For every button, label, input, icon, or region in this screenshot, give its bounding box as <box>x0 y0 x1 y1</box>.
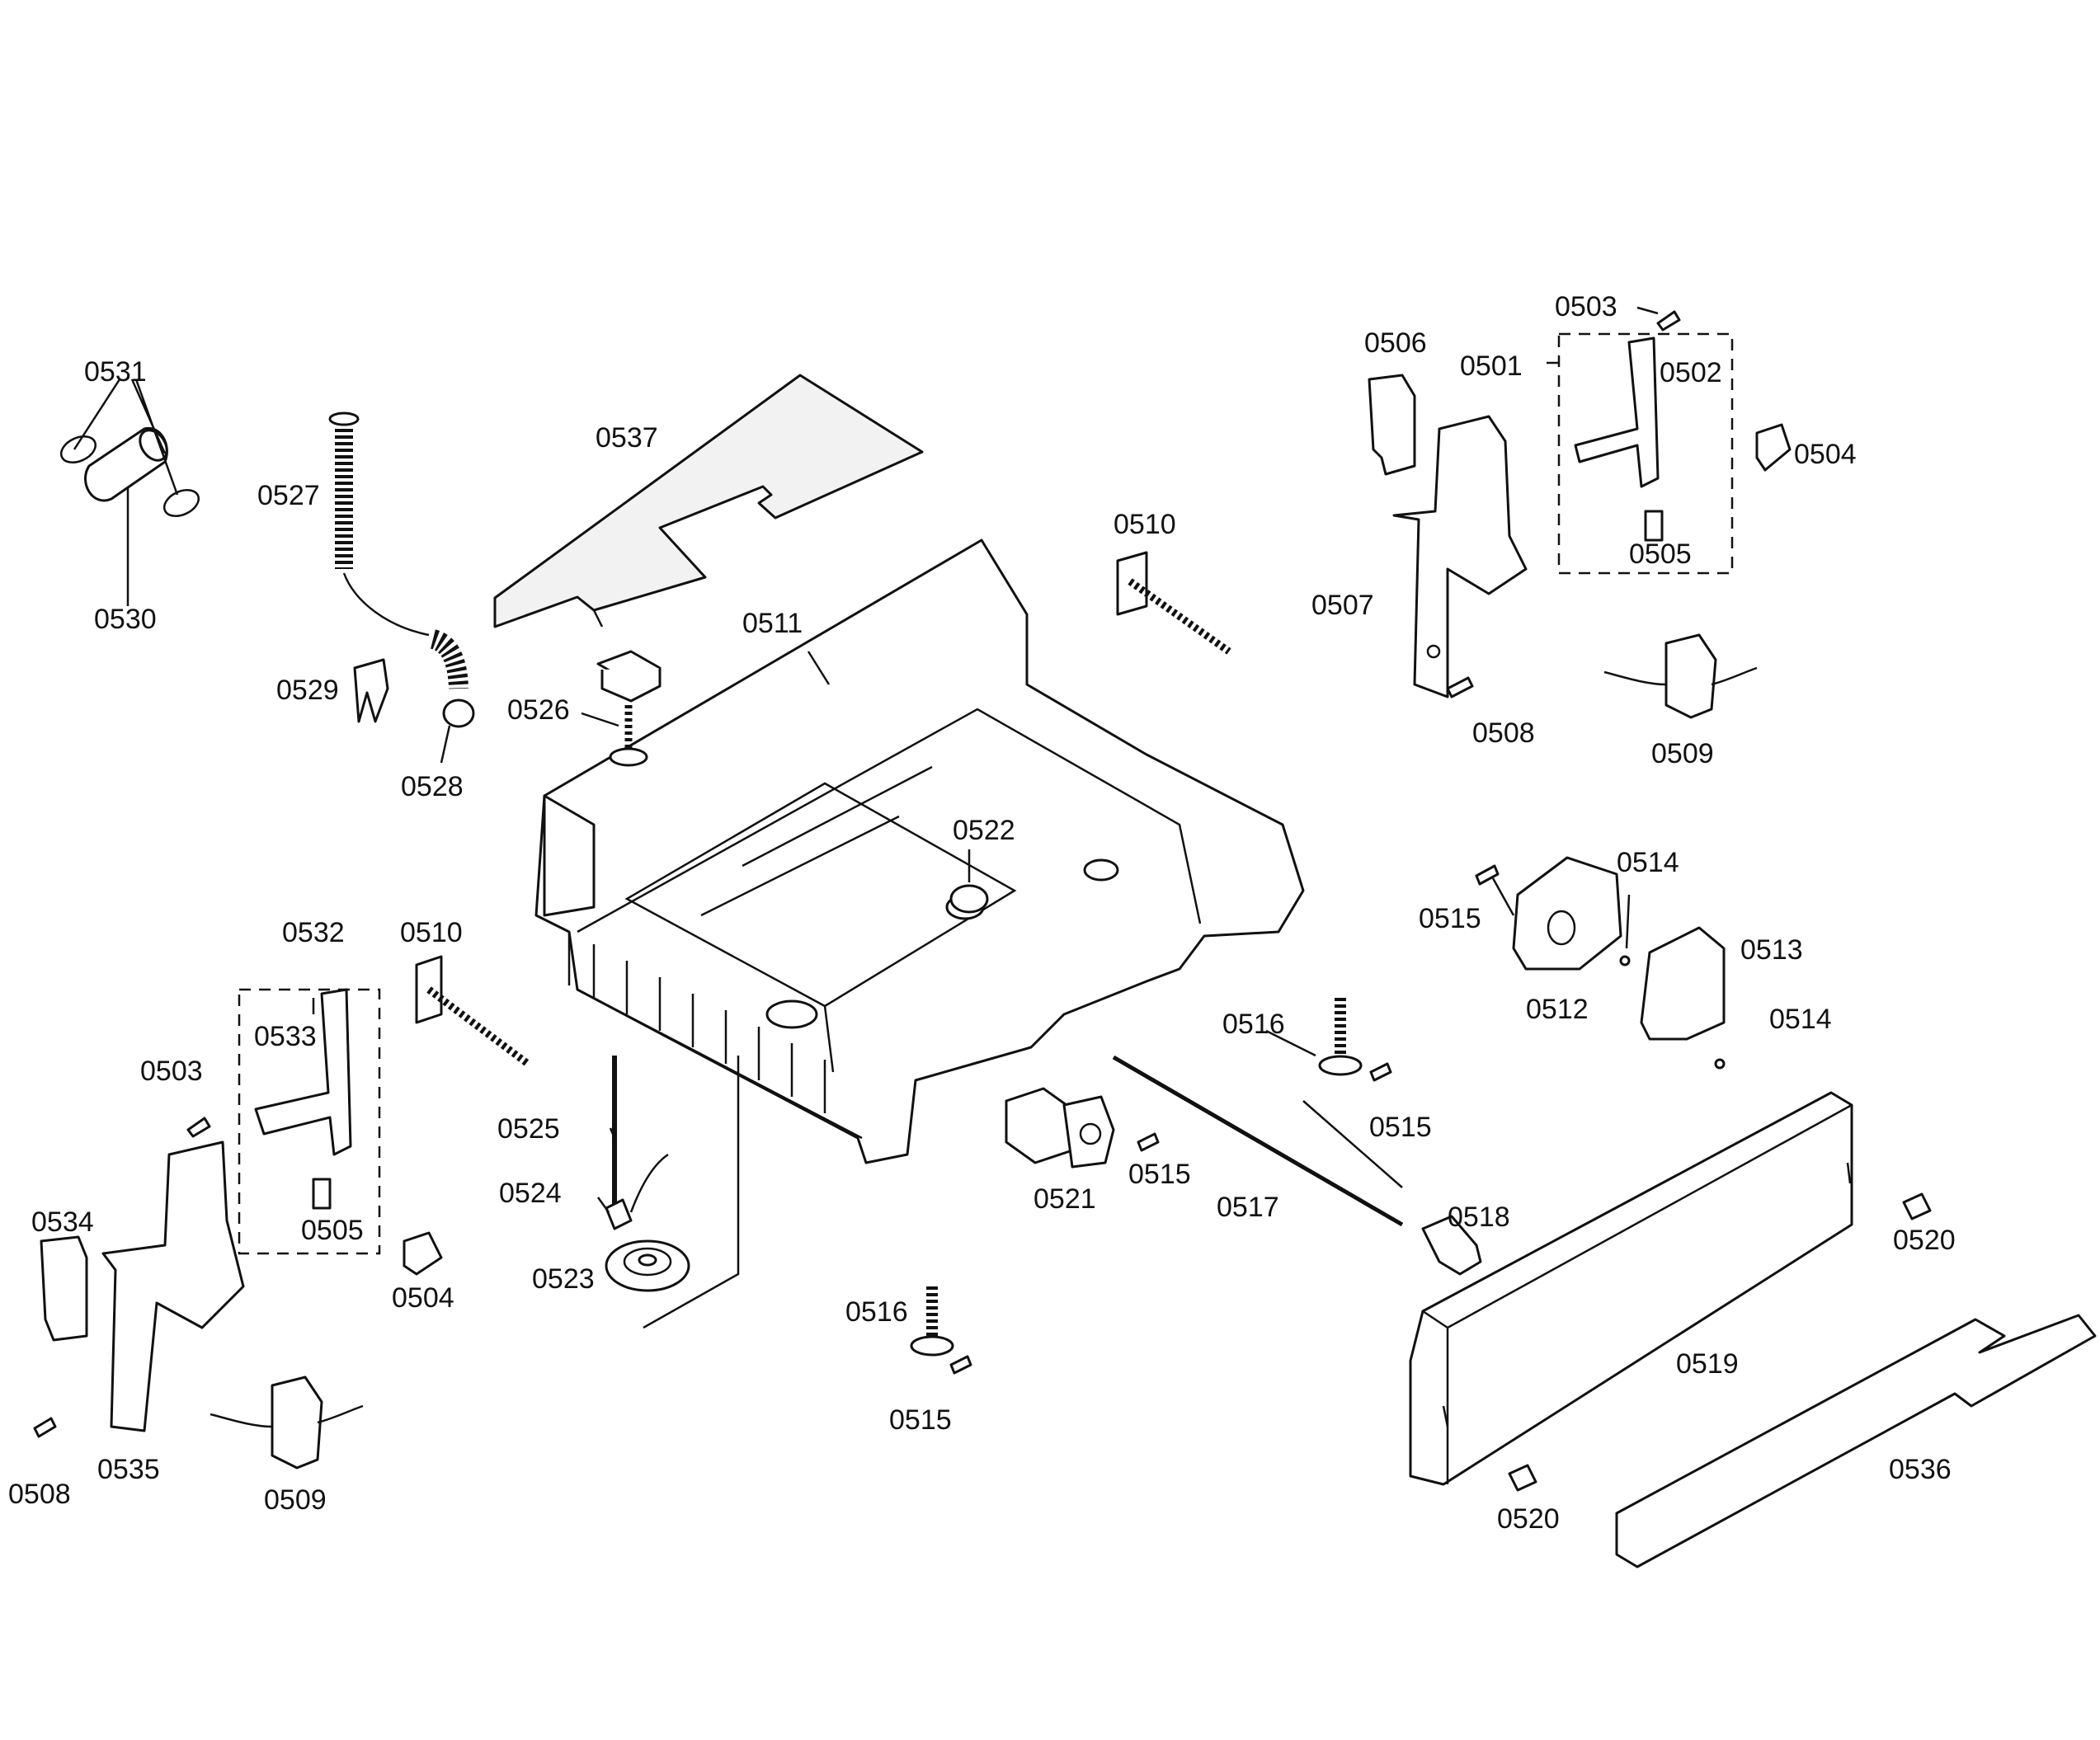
label-0509-left: 0509 <box>264 1484 327 1516</box>
part-0503-screw-right <box>1656 310 1681 332</box>
part-0526-foot-screw <box>596 650 662 767</box>
label-0536: 0536 <box>1889 1454 1952 1485</box>
label-0515-c: 0515 <box>1128 1159 1191 1190</box>
label-0504-left: 0504 <box>392 1282 454 1314</box>
part-0506-cover <box>1368 374 1416 476</box>
label-0533: 0533 <box>254 1021 317 1052</box>
label-0507: 0507 <box>1311 590 1374 621</box>
part-0515-screw-c <box>1137 1132 1160 1152</box>
part-0537-cover-plate <box>493 374 924 628</box>
part-0515-screw-b <box>1369 1062 1392 1082</box>
label-0503-left: 0503 <box>140 1056 203 1087</box>
part-0528-seal <box>442 698 475 728</box>
part-0516-foot-lower <box>910 1286 954 1357</box>
label-0515-a: 0515 <box>1419 903 1481 934</box>
part-0523-pump <box>605 1239 690 1292</box>
label-0520-left: 0520 <box>1497 1503 1560 1535</box>
label-0501: 0501 <box>1460 350 1523 382</box>
label-0514-bottom: 0514 <box>1769 1004 1832 1035</box>
part-0524-connector <box>605 1153 669 1230</box>
part-0535-bracket <box>101 1140 245 1432</box>
label-0504-right: 0504 <box>1794 439 1857 470</box>
part-0521-valve <box>1005 1087 1115 1169</box>
label-0510-top: 0510 <box>1114 509 1176 540</box>
part-0515-screw-a <box>1475 864 1500 886</box>
part-0515-screw-d <box>949 1355 972 1375</box>
label-0511: 0511 <box>742 608 803 639</box>
part-0510-upper-bracket <box>1116 551 1231 655</box>
label-0502: 0502 <box>1660 357 1722 388</box>
label-0521: 0521 <box>1034 1183 1096 1215</box>
label-0508-right: 0508 <box>1472 717 1535 749</box>
part-0513-cap <box>1640 926 1726 1041</box>
part-0514-screw-lower <box>1714 1058 1726 1070</box>
part-0510-lower-bracket <box>415 955 530 1067</box>
part-0509-sensor-left <box>210 1376 364 1470</box>
label-0516-top: 0516 <box>1222 1009 1285 1040</box>
label-0523: 0523 <box>532 1263 595 1295</box>
part-0503-screw-left <box>186 1117 211 1138</box>
label-0532: 0532 <box>282 917 345 948</box>
label-0518: 0518 <box>1448 1202 1510 1233</box>
label-0528: 0528 <box>401 771 464 802</box>
part-0516-foot-upper <box>1318 998 1363 1076</box>
label-0537: 0537 <box>596 422 658 454</box>
label-0510-left: 0510 <box>400 917 463 948</box>
part-0501-bracket-group <box>1557 332 1734 575</box>
part-0522-float <box>949 884 989 914</box>
part-0529-clip <box>353 658 389 723</box>
label-0514-top: 0514 <box>1617 847 1679 878</box>
label-0535: 0535 <box>97 1454 160 1485</box>
part-0520-screw-right <box>1902 1192 1932 1220</box>
part-0520-screw-left <box>1508 1464 1537 1492</box>
part-0527-hose <box>328 411 468 689</box>
part-0508-screw-left <box>33 1417 57 1438</box>
label-0529: 0529 <box>276 675 339 706</box>
part-0507-bracket <box>1392 415 1528 698</box>
part-0511-base-frame <box>534 538 1305 1164</box>
label-0527: 0527 <box>257 480 320 511</box>
part-0519-kickplate <box>1409 1091 1853 1486</box>
part-0514-screw-upper <box>1619 955 1631 966</box>
part-0536-trim-strip <box>1615 1314 2097 1568</box>
label-0505-right: 0505 <box>1629 538 1692 570</box>
part-0512-housing <box>1512 856 1622 971</box>
label-0520-right: 0520 <box>1893 1225 1956 1256</box>
label-0524: 0524 <box>499 1178 562 1209</box>
label-0512: 0512 <box>1526 994 1589 1025</box>
part-0504-clip-left <box>403 1231 443 1276</box>
label-0531: 0531 <box>84 356 147 388</box>
label-0519: 0519 <box>1676 1348 1739 1380</box>
label-0508-left: 0508 <box>8 1479 71 1510</box>
label-0517: 0517 <box>1217 1192 1279 1223</box>
part-0517-rod <box>1112 1055 1404 1227</box>
label-0505-left: 0505 <box>301 1215 364 1246</box>
part-labels: 0531 0530 0527 0529 0528 0537 0526 0511 … <box>8 291 1956 1535</box>
label-0522: 0522 <box>953 815 1015 846</box>
label-0509-right: 0509 <box>1651 738 1714 769</box>
label-0534: 0534 <box>31 1206 94 1238</box>
part-0509-sensor-right <box>1603 633 1758 719</box>
label-0515-b: 0515 <box>1369 1112 1432 1143</box>
label-0525: 0525 <box>497 1113 560 1145</box>
part-0532-bracket-group <box>238 988 381 1255</box>
part-0504-clip-right <box>1755 423 1792 472</box>
part-0518-knob <box>1421 1215 1482 1276</box>
label-0513: 0513 <box>1740 934 1803 966</box>
part-0508-screw-right <box>1446 676 1474 698</box>
label-0506: 0506 <box>1364 327 1427 359</box>
leader-lines <box>73 306 1659 1329</box>
label-0515-d: 0515 <box>889 1404 952 1436</box>
label-0526: 0526 <box>507 694 570 726</box>
label-0516-bottom: 0516 <box>845 1296 908 1328</box>
part-0534-cover <box>40 1235 88 1342</box>
label-0503-right: 0503 <box>1555 291 1617 322</box>
label-0530: 0530 <box>94 604 157 635</box>
